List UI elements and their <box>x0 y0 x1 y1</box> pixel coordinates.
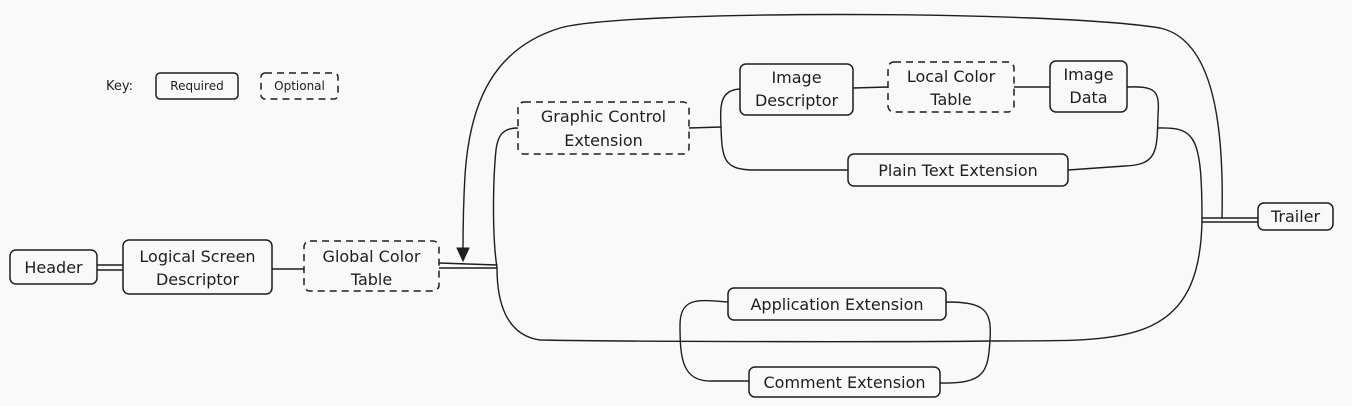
node-label-lsd-line1: Logical Screen <box>139 247 255 266</box>
legend-optional-text: Optional <box>274 79 325 93</box>
node-box-image-data <box>1049 60 1128 113</box>
node-box-logical-screen-descriptor <box>122 239 273 295</box>
node-label-gce-line1: Graphic Control <box>541 107 666 126</box>
node-box-global-color-table <box>303 240 440 292</box>
node-box-local-color-table <box>887 61 1015 113</box>
node-box-graphic-control-extension <box>517 101 690 155</box>
node-box-image-descriptor <box>739 63 854 116</box>
legend: Key: Required Optional <box>106 72 339 100</box>
legend-required-swatch <box>155 72 239 100</box>
node-label-trailer: Trailer <box>1270 207 1321 226</box>
node-box-application-extension <box>727 287 947 321</box>
node-label-image-data-line2: Data <box>1069 88 1107 107</box>
node-plain-text-extension: Plain Text Extension <box>847 153 1069 187</box>
edge-gce-split <box>688 126 722 129</box>
edge-image-descriptor-lct <box>852 86 889 89</box>
node-application-extension: Application Extension <box>727 287 947 321</box>
node-label-application-extension: Application Extension <box>750 295 923 314</box>
edge-loop-back <box>462 13 1223 251</box>
legend-required-text: Required <box>170 79 223 93</box>
node-image-data: Image Data <box>1049 60 1128 113</box>
edge-junction-gce <box>492 127 519 269</box>
node-local-color-table: Local Color Table <box>887 61 1015 113</box>
edge-upper-bus <box>1157 127 1203 221</box>
node-label-image-descriptor-line1: Image <box>771 68 821 87</box>
node-label-gce-line2: Extension <box>564 131 643 150</box>
node-label-header: Header <box>24 258 83 277</box>
edge-gct-junction <box>438 262 498 266</box>
node-label-lct-line2: Table <box>929 90 971 109</box>
node-label-image-data-line1: Image <box>1063 65 1113 84</box>
node-logical-screen-descriptor: Logical Screen Descriptor <box>122 239 273 295</box>
legend-label: Key: <box>106 79 133 94</box>
node-label-gct-line1: Global Color <box>323 247 421 266</box>
node-box-comment-extension <box>748 366 941 398</box>
node-label-lct-line1: Local Color <box>907 67 996 86</box>
node-header: Header <box>9 249 98 285</box>
node-label-gct-line2: Table <box>350 270 392 289</box>
edge-junction-bottom-bus <box>496 219 1203 343</box>
node-box-trailer <box>1257 202 1334 231</box>
edge-split-image-descriptor <box>720 88 741 128</box>
node-box-plain-text-extension <box>847 153 1069 187</box>
edge-split-plain-text <box>720 126 849 171</box>
node-label-lsd-line2: Descriptor <box>156 270 240 289</box>
node-label-image-descriptor-line2: Descriptor <box>755 91 839 110</box>
edge-loop-right <box>939 301 992 384</box>
node-graphic-control-extension: Graphic Control Extension <box>517 101 690 155</box>
node-comment-extension: Comment Extension <box>748 366 941 398</box>
connectors <box>96 13 1259 384</box>
node-label-plain-text-extension: Plain Text Extension <box>878 161 1038 180</box>
node-image-descriptor: Image Descriptor <box>739 63 854 116</box>
edge-image-data-plain-text <box>1067 86 1160 171</box>
loop-back-arrowhead <box>456 247 470 263</box>
node-label-comment-extension: Comment Extension <box>763 373 925 392</box>
legend-optional-swatch <box>260 72 339 100</box>
node-box-header <box>9 249 98 285</box>
edge-loop-left <box>679 299 750 382</box>
node-global-color-table: Global Color Table <box>303 240 440 292</box>
node-trailer: Trailer <box>1257 202 1334 231</box>
